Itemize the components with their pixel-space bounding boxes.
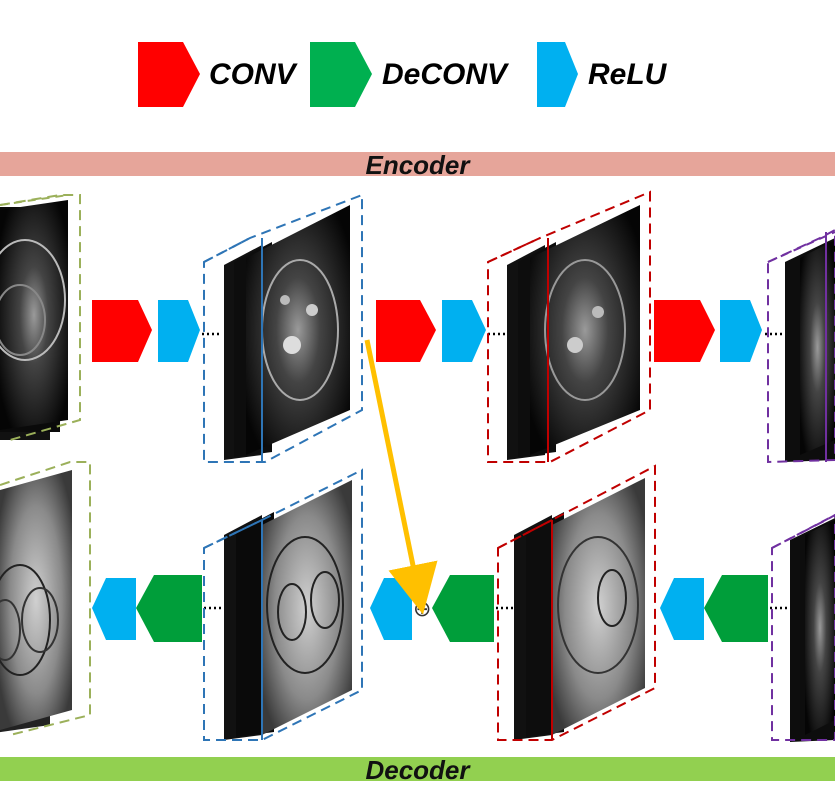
encoder-feature-map-stage-2	[203, 193, 363, 463]
decoder-relu-block-3	[660, 578, 704, 640]
decoder-feature-map-stage-2	[203, 468, 363, 741]
skip-add-symbol: ⊕	[413, 597, 431, 622]
legend-deconv-label: DeCONV	[382, 58, 508, 91]
deconv-legend-icon	[310, 42, 372, 107]
decoder-deconv-block-3	[704, 575, 768, 642]
encoder-relu-block-1	[158, 300, 200, 362]
legend-relu-label: ReLU	[588, 58, 667, 91]
decoder-relu-block-1	[92, 578, 136, 640]
encoder-relu-block-3	[720, 300, 762, 362]
skip-connection-arrow	[364, 339, 438, 615]
conv-legend-icon	[138, 42, 200, 107]
legend-conv-label: CONV	[209, 58, 296, 91]
encoder-bar: Encoder	[0, 150, 835, 180]
relu-legend-icon	[537, 42, 578, 107]
decoder-bar: Decoder	[0, 755, 835, 785]
encoder-feature-map-stage-1	[0, 194, 81, 441]
encoder-relu-block-2	[442, 300, 486, 362]
decoder-deconv-block-1	[136, 575, 202, 642]
decoder-feature-map-stage-1	[0, 461, 91, 736]
decoder-relu-block-2	[370, 578, 412, 640]
decoder-feature-map-stage-4	[771, 513, 835, 742]
encoder-conv-block-3	[654, 300, 715, 362]
decoder-feature-map-stage-3	[497, 464, 656, 741]
decoder-deconv-block-2	[432, 575, 494, 642]
encoder-conv-block-1	[92, 300, 152, 362]
encoder-feature-map-stage-3	[487, 190, 651, 463]
encoder-conv-block-2	[376, 300, 436, 362]
decoder-label: Decoder	[365, 755, 470, 785]
encoder-feature-map-stage-4	[767, 228, 835, 464]
encoder-label: Encoder	[365, 150, 470, 180]
